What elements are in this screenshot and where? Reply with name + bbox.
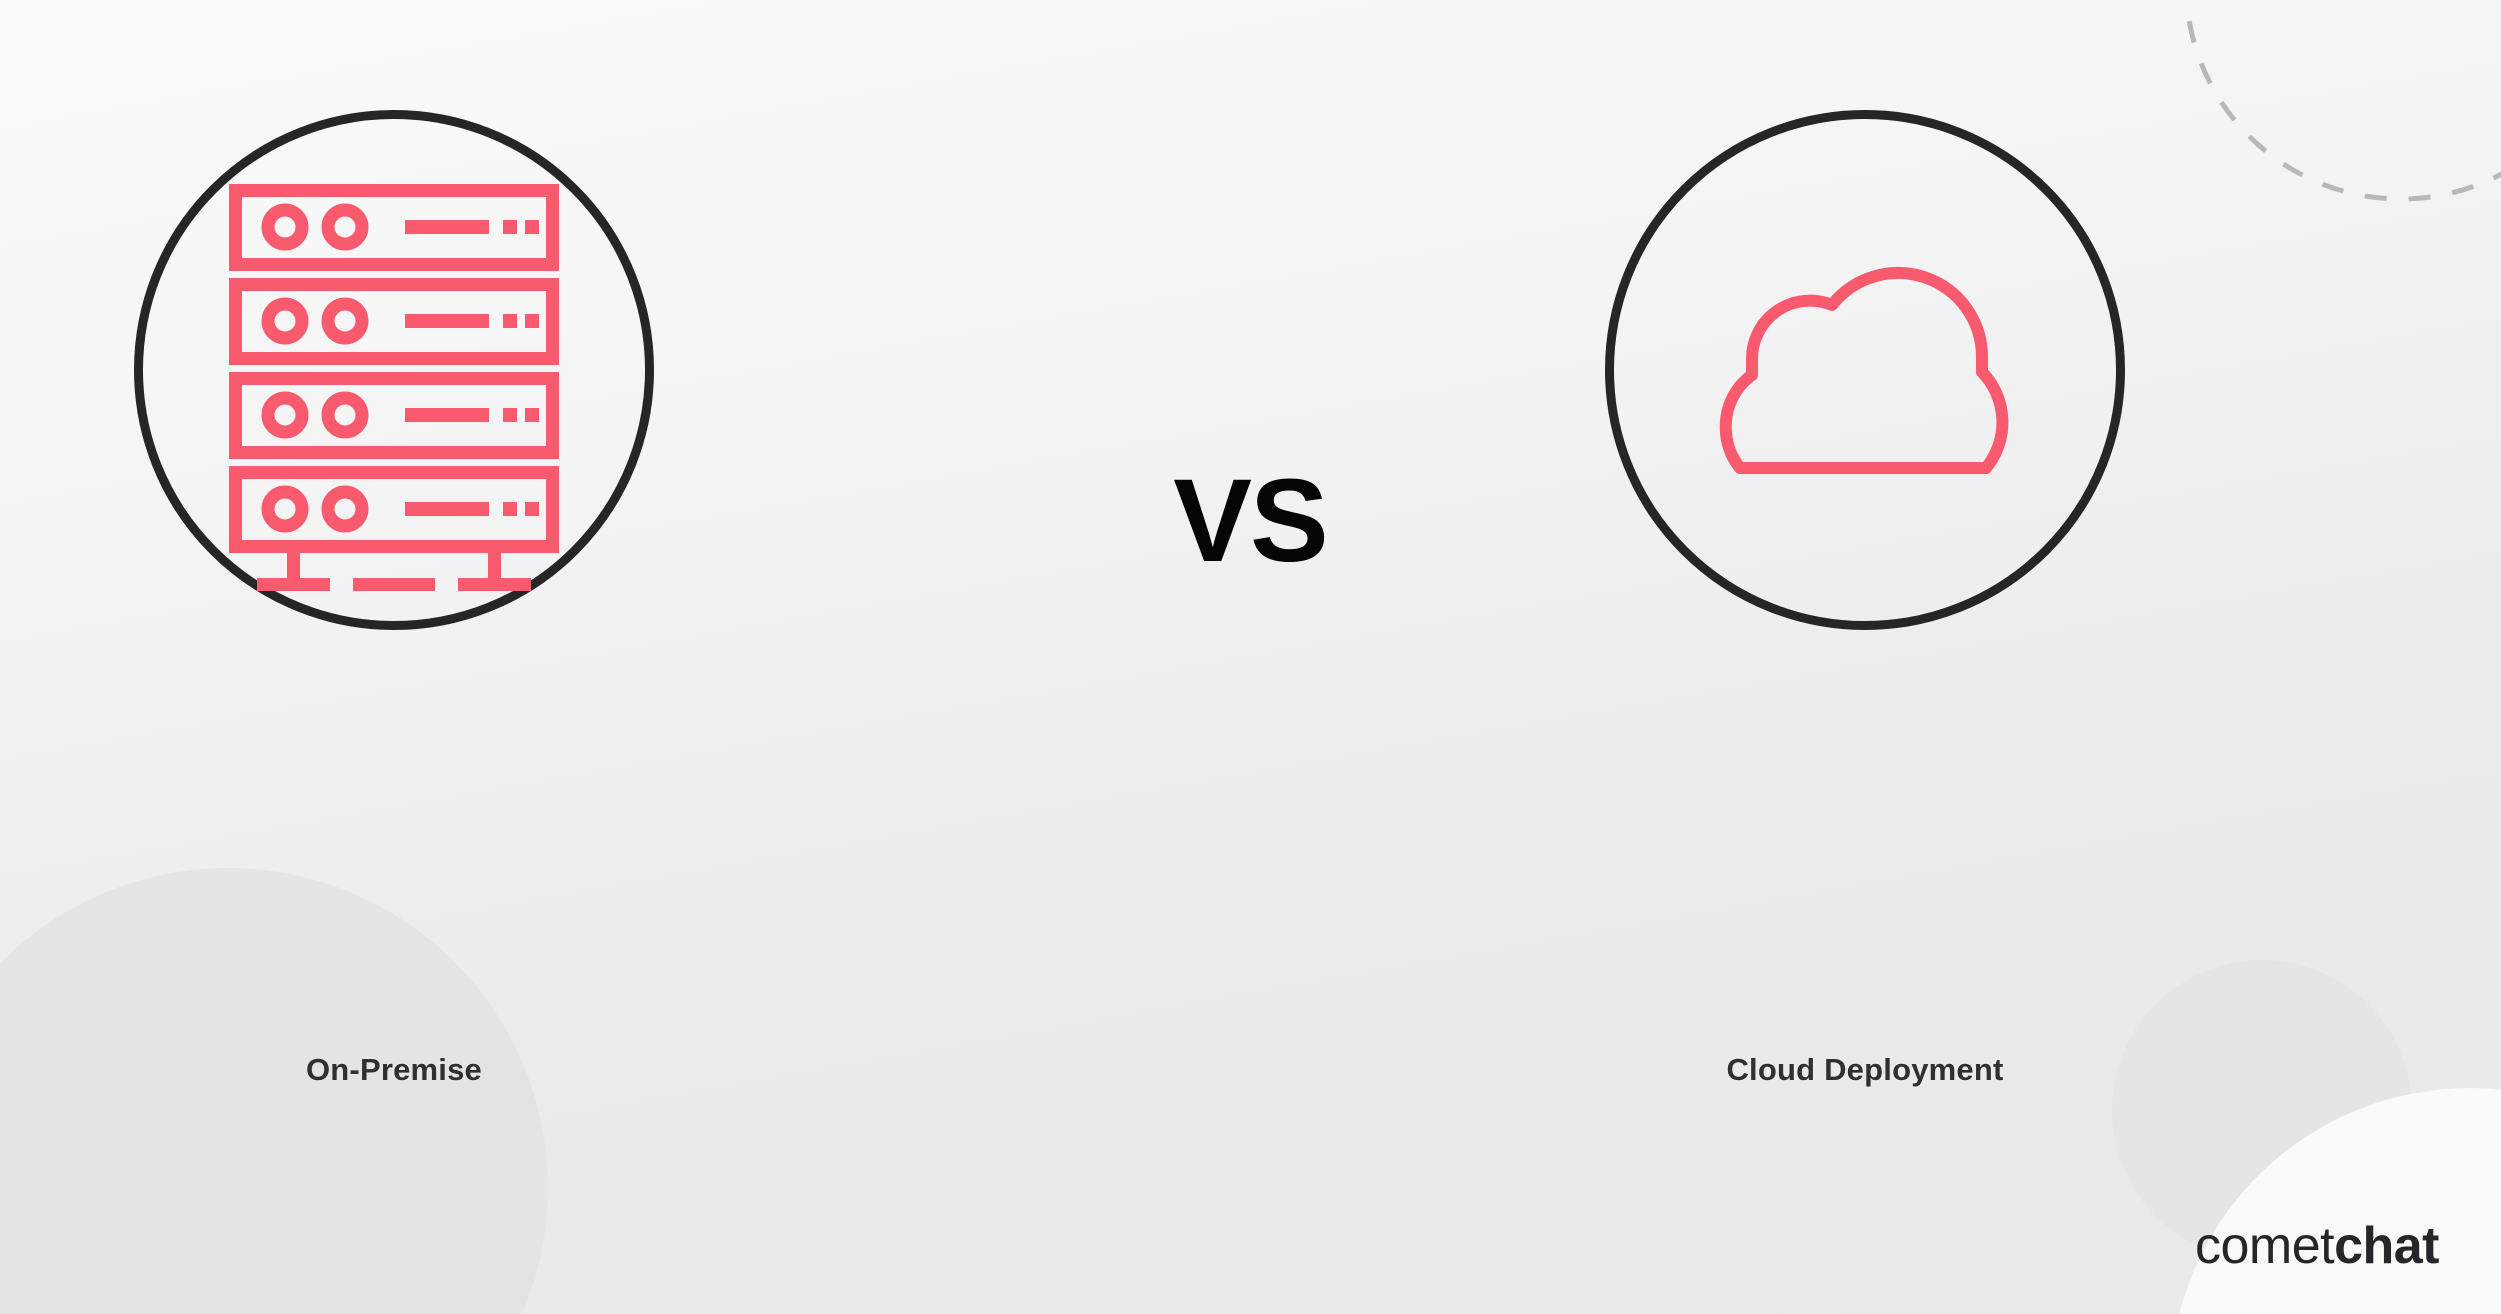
logo-text-light: comet (2194, 1217, 2335, 1275)
panel-label-cloud-deployment: Cloud Deployment (1726, 1052, 2004, 1087)
vs-label: VS (1173, 455, 1328, 587)
cloud-icon (1700, 185, 2030, 555)
logo-text-bold: chat (2334, 1217, 2439, 1275)
panel-label-on-premise: On-Premise (305, 1052, 482, 1087)
panel-on-premise: On-Premise (4, 0, 784, 1314)
on-premise-icon-ring (134, 110, 654, 630)
cometchat-logo: cometchat (2194, 1217, 2440, 1275)
cloud-icon-ring (1605, 110, 2125, 630)
panel-cloud-deployment: Cloud Deployment (1475, 0, 2255, 1314)
server-rack-icon (229, 184, 559, 591)
